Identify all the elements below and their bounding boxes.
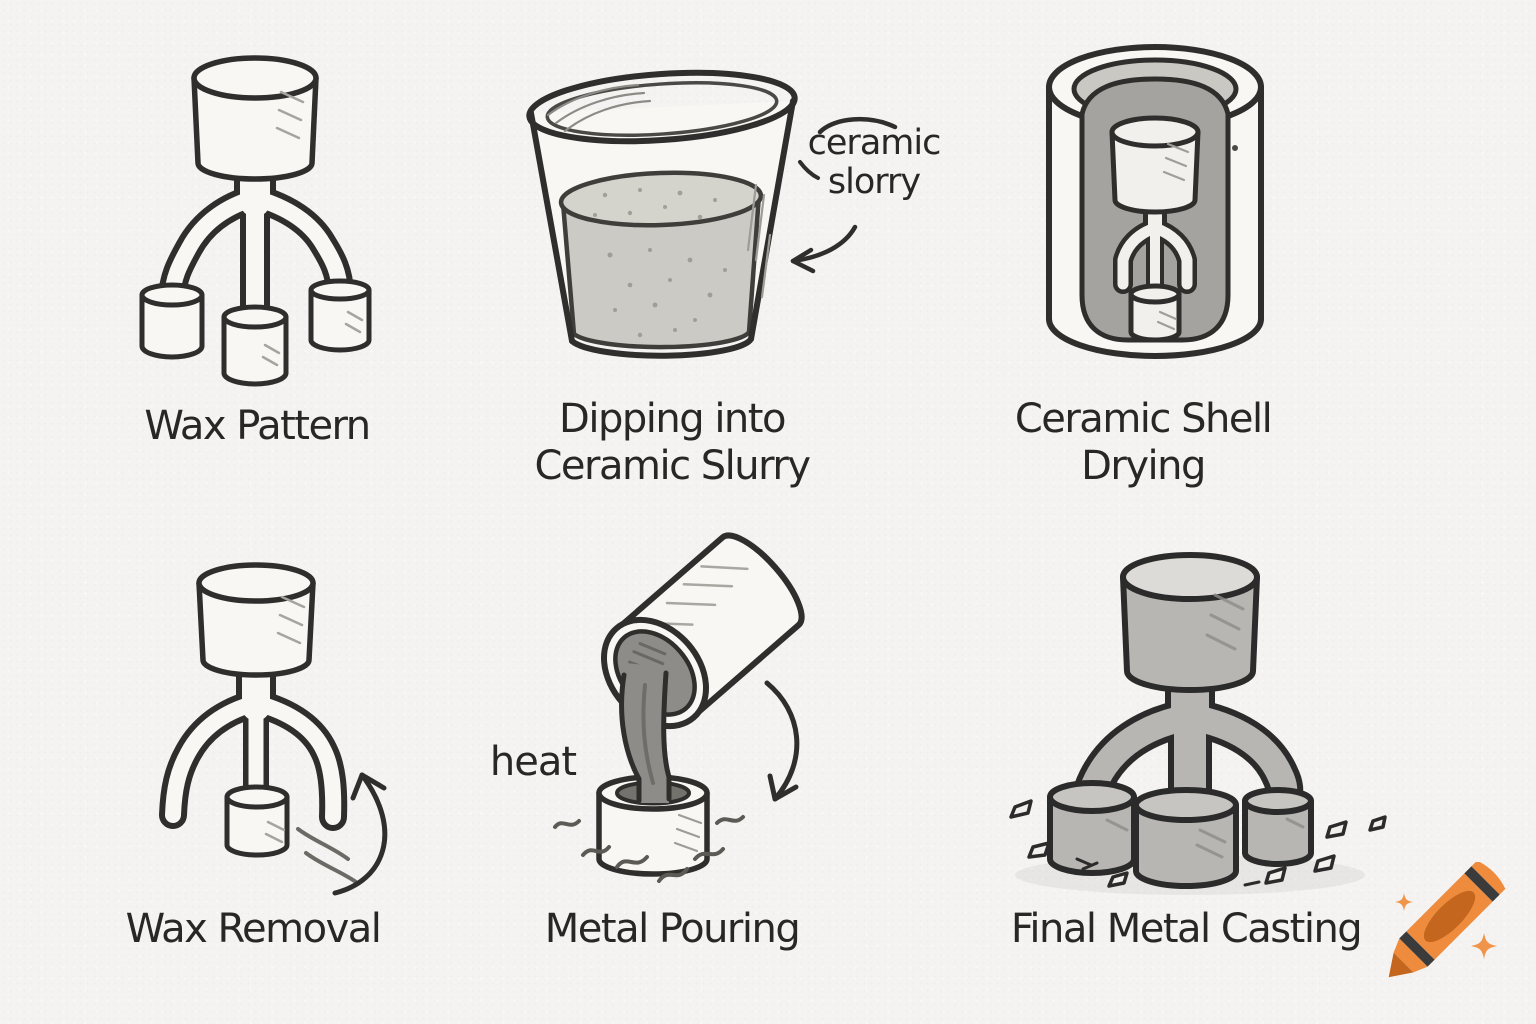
pencil-shading <box>1105 593 1305 859</box>
annotation-arrow <box>790 224 858 264</box>
runner-tubes <box>159 647 348 831</box>
embedded-cylinders <box>1109 115 1201 343</box>
slurry-annotation: ceramic slorry <box>807 123 942 203</box>
slurry-annotation-line2: slorry <box>827 162 921 203</box>
ceramic-shell-illustration <box>1046 44 1264 359</box>
rotation-arrow <box>332 772 388 896</box>
pouring-arrow <box>764 680 800 802</box>
shell-drying-label: Ceramic Shell Drying <box>1014 396 1273 490</box>
dipping-label-line2: Ceramic Slurry <box>534 443 812 490</box>
center-blank-cylinder <box>224 784 290 858</box>
shell-drying-label-line2: Drying <box>1081 443 1206 490</box>
slurry-annotation-arrow-icon <box>790 117 898 274</box>
crayon-body <box>1388 862 1506 978</box>
metal-pouring-label: Metal Pouring <box>544 906 801 952</box>
wax-pattern-illustration <box>139 55 372 387</box>
metal-sprue-cup <box>1120 552 1260 693</box>
slurry-liquid <box>558 170 764 350</box>
crucible <box>601 532 805 730</box>
slurry-annotation-line1: ceramic <box>807 123 942 163</box>
molten-metal-stream <box>619 663 672 804</box>
heat-annotation: heat <box>489 739 577 785</box>
dipping-label-line1: Dipping into <box>559 396 786 442</box>
pencil-shading <box>264 595 306 844</box>
metal-pouring-illustration <box>553 532 805 883</box>
pencil-shading <box>673 813 703 853</box>
pencil-shading <box>1156 142 1190 331</box>
metal-part-blocks <box>1047 780 1314 889</box>
heat-squiggles <box>553 815 745 883</box>
shell-dot <box>1232 145 1238 151</box>
final-casting-label: Final Metal Casting <box>1010 906 1363 952</box>
slurry-speckles <box>593 188 727 338</box>
sprue-cup <box>191 55 319 182</box>
cast-part-blanks <box>139 278 372 387</box>
shell-drying-label-line1: Ceramic Shell <box>1014 396 1273 442</box>
pencil-shading <box>261 90 364 367</box>
crayon-icon <box>1388 862 1506 978</box>
annotation-overline <box>817 117 898 135</box>
debris-scribbles <box>1075 857 1261 887</box>
shell-outline <box>1046 84 1264 359</box>
runner-tubes <box>158 141 354 337</box>
dipping-label: Dipping into Ceramic Slurry <box>534 396 812 490</box>
wax-pattern-label: Wax Pattern <box>144 403 371 449</box>
drip-marks <box>296 827 358 884</box>
final-casting-illustration <box>1009 552 1387 895</box>
pencil-shading <box>546 83 772 299</box>
slurry-cup-illustration <box>526 69 798 359</box>
annotation-dash <box>798 160 820 180</box>
wax-removal-label: Wax Removal <box>125 906 382 952</box>
sprue-cup <box>196 562 316 678</box>
shell-fragments <box>1009 799 1387 888</box>
cup-outline <box>526 69 798 359</box>
wax-removal-illustration <box>159 562 388 896</box>
sparkle-icon <box>1395 893 1498 960</box>
